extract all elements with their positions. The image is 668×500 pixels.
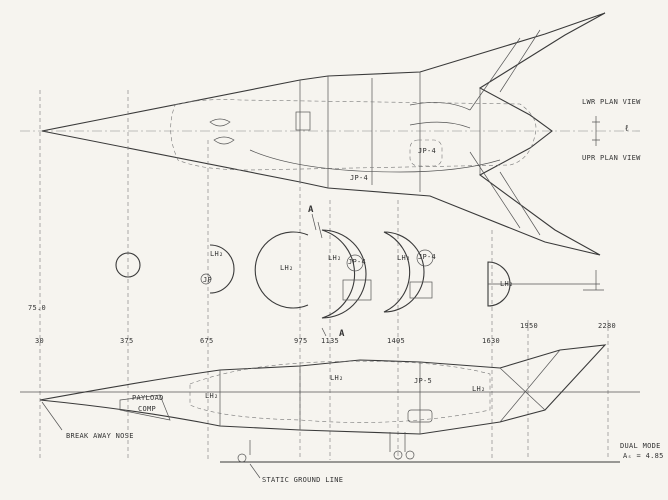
side-lh2-top: LH₂ bbox=[330, 374, 344, 382]
payload-label-1: PAYLOAD bbox=[132, 394, 164, 402]
section-5 bbox=[383, 231, 425, 313]
break-away-nose-label: BREAK AWAY NOSE bbox=[66, 432, 134, 440]
title-block-line-1: DUAL MODE bbox=[620, 442, 661, 450]
section-6 bbox=[487, 261, 511, 307]
side-jp5: JP-5 bbox=[414, 377, 433, 385]
station-375: 375 bbox=[120, 337, 134, 345]
section-cut-a-top: A bbox=[308, 205, 314, 215]
static-ground-line-label: STATIC GROUND LINE bbox=[262, 476, 344, 484]
section-5-jp4: JP-4 bbox=[418, 253, 437, 261]
section-5-lh2: LH₂ bbox=[397, 254, 411, 262]
jp4-plan-tank-label: JP-4 bbox=[418, 147, 437, 155]
section-2-jp: JP bbox=[203, 276, 213, 284]
section-6-lh2: LH₂ bbox=[500, 280, 514, 288]
station-1405: 1405 bbox=[387, 337, 406, 345]
section-3-lh2: LH₂ bbox=[280, 264, 294, 272]
upper-plan-view-label: UPR PLAN VIEW bbox=[582, 154, 641, 162]
station-30: 30 bbox=[35, 337, 45, 345]
section-2 bbox=[209, 244, 235, 294]
section-4-jp4: JP-4 bbox=[348, 258, 367, 266]
station-2280: 2280 bbox=[598, 322, 617, 330]
station-1630: 1630 bbox=[482, 337, 501, 345]
station-975: 975 bbox=[294, 337, 308, 345]
side-view bbox=[20, 344, 640, 479]
plan-view-outline bbox=[41, 12, 606, 291]
section-1 bbox=[115, 252, 141, 278]
title-block-line-2: Aₛ = 4.85 bbox=[623, 452, 664, 460]
section-4-lh2: LH₂ bbox=[328, 254, 342, 262]
jp4-main-tank-label: JP-4 bbox=[350, 174, 369, 182]
markers bbox=[311, 116, 600, 231]
section-3 bbox=[254, 231, 309, 309]
cross-sections bbox=[115, 221, 600, 337]
side-lh2-aft: LH₂ bbox=[472, 385, 486, 393]
lower-plan-view-label: LWR PLAN VIEW bbox=[582, 98, 641, 106]
side-lh2-forward: LH₂ bbox=[205, 392, 219, 400]
station-1950: 1950 bbox=[520, 322, 539, 330]
station-675: 675 bbox=[200, 337, 214, 345]
section-2-lh2: LH₂ bbox=[210, 250, 224, 258]
section-cut-a-bottom: A bbox=[339, 329, 345, 339]
station-1135: 1135 bbox=[321, 337, 340, 345]
section-4 bbox=[321, 229, 367, 319]
waterline-label: 75.0 bbox=[28, 304, 47, 312]
payload-label-2: COMP bbox=[138, 405, 157, 413]
centerline-symbol: ℓ bbox=[625, 124, 629, 134]
station-lines bbox=[39, 90, 609, 460]
